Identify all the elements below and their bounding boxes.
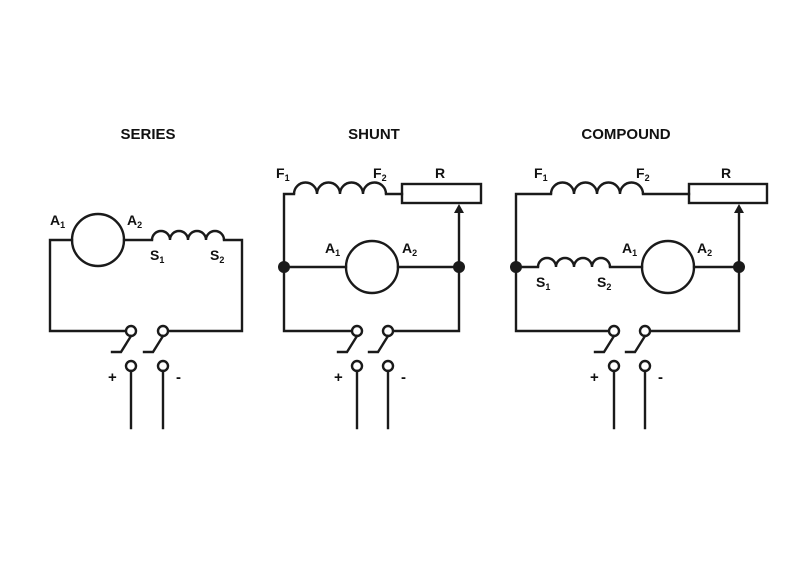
compound-switch: [593, 324, 652, 430]
series-plus-sign: +: [108, 369, 117, 386]
series-title: SERIES: [120, 126, 175, 143]
shunt-minus-sign: -: [401, 369, 406, 386]
compound-label-r: R: [721, 165, 731, 181]
compound-junction-right: [733, 261, 745, 273]
shunt-junction-left: [278, 261, 290, 273]
shunt-wiring: [282, 192, 461, 333]
shunt-rheostat: [400, 182, 483, 205]
shunt-rheostat-arrow: [454, 204, 464, 213]
shunt-label-f2: F2: [373, 165, 387, 183]
shunt-diagram: SHUNT F1 F2 R A1 A2 + -: [276, 126, 483, 430]
shunt-label-a2: A2: [402, 240, 417, 258]
compound-armature: [640, 239, 696, 295]
compound-plus-sign: +: [590, 369, 599, 386]
series-label-s1: S1: [150, 247, 164, 265]
compound-label-s1: S1: [536, 274, 550, 292]
shunt-switch: [336, 324, 395, 430]
shunt-label-a1: A1: [325, 240, 340, 258]
compound-title: COMPOUND: [581, 126, 670, 143]
compound-rheostat: [687, 182, 769, 205]
shunt-field-coil: [292, 181, 388, 195]
shunt-label-f1: F1: [276, 165, 290, 183]
compound-junction-left: [510, 261, 522, 273]
series-label-s2: S2: [210, 247, 224, 265]
shunt-title: SHUNT: [348, 126, 400, 143]
compound-label-s2: S2: [597, 274, 611, 292]
shunt-plus-sign: +: [334, 369, 343, 386]
compound-label-f1: F1: [534, 165, 548, 183]
series-label-a2: A2: [127, 212, 142, 230]
series-minus-sign: -: [176, 369, 181, 386]
compound-label-a2: A2: [697, 240, 712, 258]
compound-wiring: [514, 192, 741, 333]
compound-rheostat-arrow: [734, 204, 744, 213]
compound-label-f2: F2: [636, 165, 650, 183]
shunt-armature: [344, 239, 400, 295]
shunt-junction-right: [453, 261, 465, 273]
compound-series-field-coil: [536, 256, 612, 268]
shunt-label-r: R: [435, 165, 445, 181]
series-field-coil: [150, 229, 226, 241]
series-armature: [70, 212, 126, 268]
series-label-a1: A1: [50, 212, 65, 230]
compound-diagram: COMPOUND F1 F2 R S1 S2 A1 A2 + -: [510, 126, 769, 430]
compound-shunt-field-coil: [549, 181, 645, 195]
series-diagram: SERIES A1 A2 S1 S2 + -: [48, 126, 244, 430]
series-loop-wire: [48, 238, 244, 333]
compound-minus-sign: -: [658, 369, 663, 386]
compound-label-a1: A1: [622, 240, 637, 258]
series-switch: [110, 324, 170, 430]
